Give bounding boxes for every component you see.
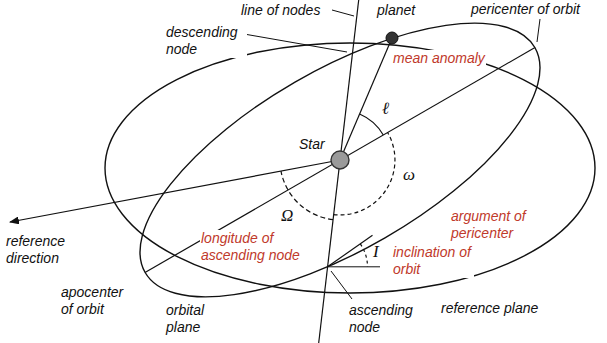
mean-anomaly-arc (360, 114, 384, 135)
leader-line (331, 271, 352, 299)
leader-line (537, 19, 540, 42)
angle-symbol: I (372, 243, 380, 260)
angle-symbol: ω (402, 166, 416, 183)
annotation-label: apocenter of orbit (60, 284, 137, 318)
annotation-label: ascending node (348, 302, 425, 336)
annotation-label: Star (298, 136, 326, 153)
annotation-label: planet (376, 2, 416, 19)
leader-line (244, 34, 347, 52)
omega-arc (334, 133, 395, 215)
planet-radius-line (340, 38, 392, 160)
line-of-nodes (319, 0, 359, 343)
star-symbol (331, 151, 349, 169)
leader-line (332, 10, 354, 16)
inclination-arc (360, 244, 367, 267)
annotation-label: inclination of orbit (392, 244, 474, 278)
annotation-label: pericenter of orbit (470, 1, 581, 18)
annotation-label: mean anomaly (392, 50, 486, 67)
annotation-label: longitude of ascending node (200, 230, 317, 264)
planet-symbol (386, 32, 398, 44)
inclination-line (328, 235, 373, 266)
angle-symbol: ℓ (381, 100, 390, 117)
annotation-label: reference plane (440, 300, 539, 317)
annotation-label: reference direction (5, 233, 87, 267)
annotation-label: orbital plane (165, 302, 227, 336)
annotation-label: descending node (165, 24, 247, 58)
angle-symbol: Ω (280, 207, 294, 224)
reference-plane-ellipse (105, 43, 595, 293)
orbit-ellipse (100, 0, 580, 343)
annotation-label: argument of pericenter (450, 208, 537, 242)
reference-tangent (328, 266, 381, 267)
annotation-label: line of nodes (240, 2, 321, 19)
